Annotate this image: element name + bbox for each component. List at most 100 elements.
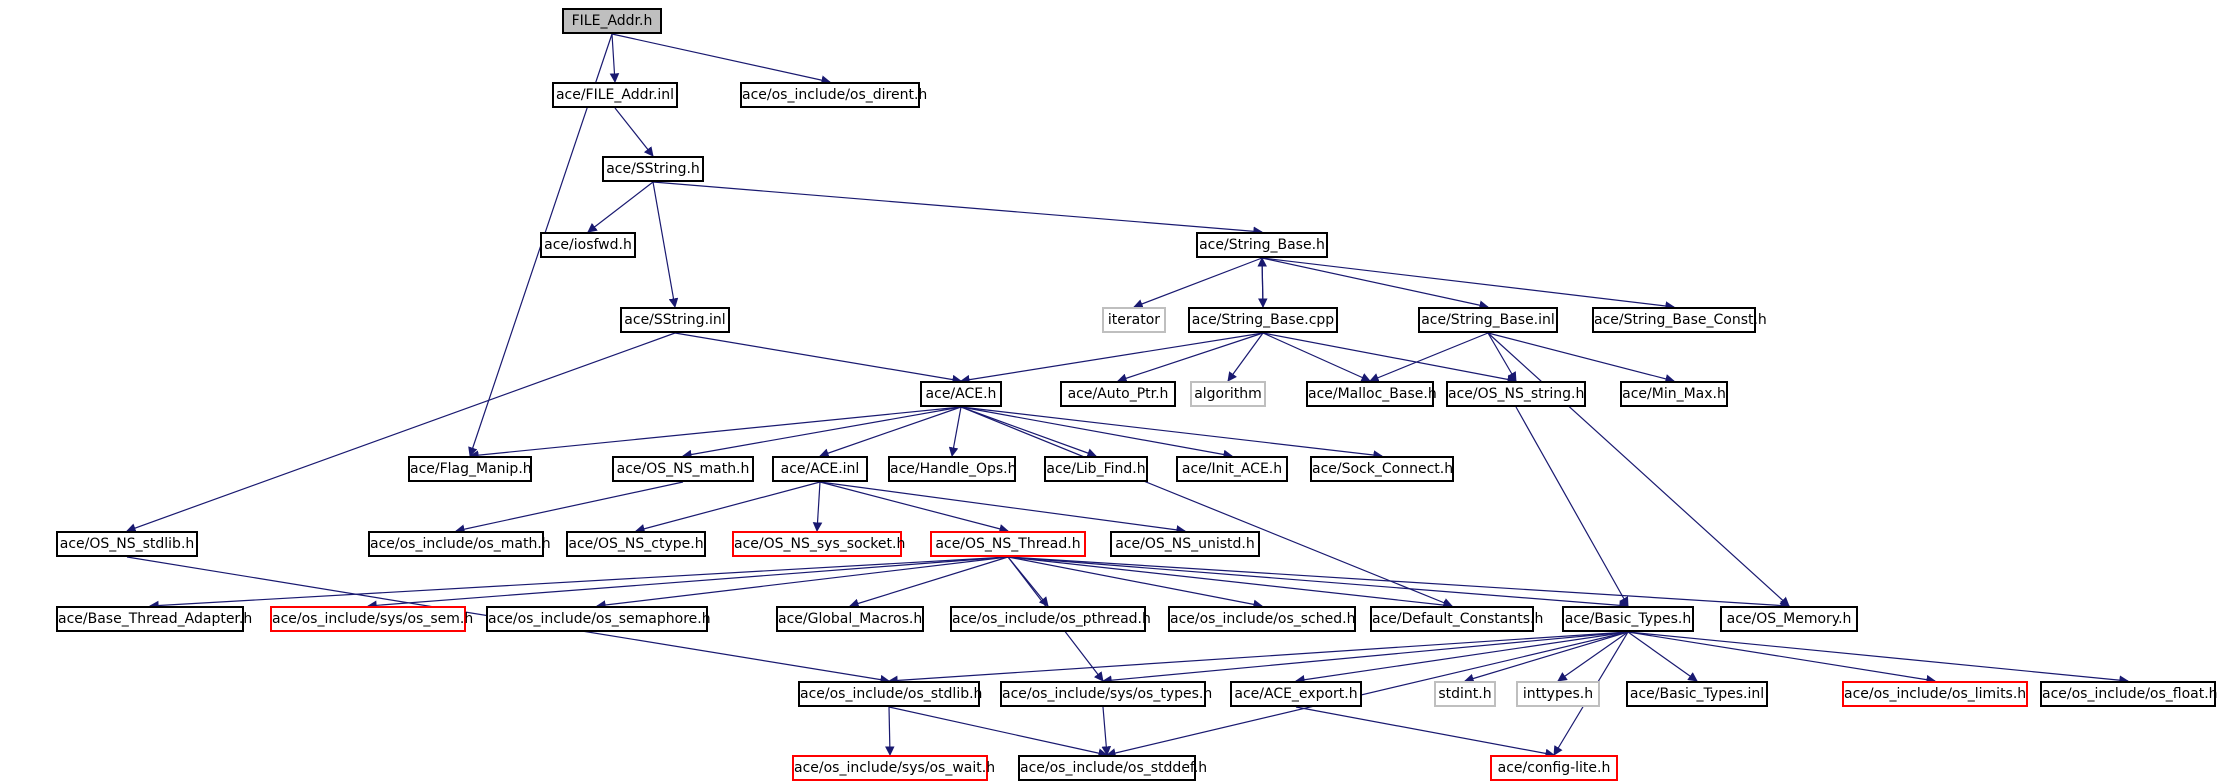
node-os-ns-string[interactable]: ace/OS_NS_string.h (1446, 381, 1586, 407)
node-sstring-inl[interactable]: ace/SString.inl (620, 307, 730, 333)
edge-os_ns_thread-to-base_thread_adapter (149, 556, 1009, 611)
edge-basic_types-to-os_types (1102, 631, 1629, 685)
edge-ace_export-to-config_lite (1295, 706, 1555, 759)
node-os-stddef[interactable]: ace/os_include/os_stddef.h (1018, 755, 1207, 781)
node-os-ns-thread[interactable]: ace/OS_NS_Thread.h (930, 531, 1086, 557)
edge-string_base_cpp-to-auto_ptr (1117, 332, 1264, 383)
node-os-ns-stdlib[interactable]: ace/OS_NS_stdlib.h (56, 531, 198, 557)
node-os-types[interactable]: ace/os_include/sys/os_types.h (1000, 681, 1212, 707)
node-default-constants[interactable]: ace/Default_Constants.h (1370, 606, 1543, 632)
node-global-macros[interactable]: ace/Global_Macros.h (776, 606, 924, 632)
node-os-pthread[interactable]: ace/os_include/os_pthread.h (950, 606, 1151, 632)
node-string-base-cpp[interactable]: ace/String_Base.cpp (1188, 307, 1338, 333)
edge-string_base_cpp-to-os_ns_string (1262, 332, 1517, 385)
node-sstring-h[interactable]: ace/SString.h (602, 156, 704, 182)
edge-basic_types-to-inttypes (1557, 631, 1629, 682)
edge-ace_h-to-sock_connect (960, 406, 1383, 460)
node-string-base-inl[interactable]: ace/String_Base.inl (1418, 307, 1558, 333)
edge-os_ns_thread-to-global_macros (849, 556, 1009, 609)
node-malloc-base[interactable]: ace/Malloc_Base.h (1306, 381, 1437, 407)
edge-ace_h-to-os_ns_math (682, 406, 962, 460)
edge-string_base_inl-to-min_max (1487, 332, 1675, 384)
edge-file_addr_h-to-os_dirent (611, 33, 831, 85)
edge-ace_h-to-handle_ops (948, 406, 962, 457)
node-flag-manip[interactable]: ace/Flag_Manip.h (408, 456, 532, 482)
node-base-thread-adapter[interactable]: ace/Base_Thread_Adapter.h (56, 606, 252, 632)
node-os-sched[interactable]: ace/os_include/os_sched.h (1168, 606, 1356, 632)
edge-string_base_cpp-to-algorithm (1227, 332, 1264, 382)
node-os-memory[interactable]: ace/OS_Memory.h (1720, 606, 1858, 632)
node-basic-types-inl[interactable]: ace/Basic_Types.inl (1626, 681, 1768, 707)
edge-string_base_inl-to-os_ns_string (1487, 332, 1517, 382)
edge-sstring_h-to-iosfwd (587, 181, 654, 233)
node-string-base-const[interactable]: ace/String_Base_Const.h (1592, 307, 1767, 333)
edge-string_base_inl-to-os_memory (1487, 332, 1790, 607)
edge-basic_types-to-os_stddef (1106, 631, 1629, 758)
node-os-dirent[interactable]: ace/os_include/os_dirent.h (740, 82, 927, 108)
node-ace-inl[interactable]: ace/ACE.inl (772, 456, 868, 482)
node-iosfwd[interactable]: ace/iosfwd.h (540, 232, 636, 258)
edge-os_ns_thread-to-os_sem (367, 556, 1009, 611)
node-os-limits[interactable]: ace/os_include/os_limits.h (1842, 681, 2028, 707)
edge-string_base_h-to-iterator (1133, 257, 1263, 309)
edge-os_types-to-os_stddef (1101, 706, 1112, 756)
edge-string_base_h-to-string_base_const (1261, 257, 1675, 311)
edge-string_base_cpp-to-malloc_base (1262, 332, 1371, 382)
edge-ace_h-to-init_ace (960, 406, 1233, 460)
node-sock-connect[interactable]: ace/Sock_Connect.h (1310, 456, 1454, 482)
edge-basic_types-to-os_limits (1627, 631, 1936, 685)
node-iterator[interactable]: iterator (1102, 307, 1166, 333)
node-inttypes[interactable]: inttypes.h (1516, 681, 1600, 707)
node-init-ace[interactable]: ace/Init_ACE.h (1176, 456, 1288, 482)
node-algorithm[interactable]: algorithm (1190, 381, 1266, 407)
node-ace-h[interactable]: ace/ACE.h (920, 381, 1002, 407)
edge-os_ns_math-to-os_math (455, 481, 684, 534)
node-basic-types[interactable]: ace/Basic_Types.h (1562, 606, 1694, 632)
node-os-semaphore[interactable]: ace/os_include/os_semaphore.h (486, 606, 711, 632)
edge-sstring_h-to-string_base_h (652, 181, 1263, 237)
edge-ace_h-to-flag_manip (469, 406, 962, 460)
edge-os_ns_thread-to-os_semaphore (596, 556, 1009, 610)
node-string-base-h[interactable]: ace/String_Base.h (1196, 232, 1328, 258)
node-min-max[interactable]: ace/Min_Max.h (1620, 381, 1728, 407)
node-os-ns-math[interactable]: ace/OS_NS_math.h (612, 456, 754, 482)
edge-basic_types-to-stdint (1464, 631, 1629, 684)
node-file-addr-inl[interactable]: ace/FILE_Addr.inl (552, 82, 678, 108)
edge-sstring_inl-to-os_ns_stdlib (126, 332, 676, 533)
edge-ace_inl-to-os_ns_thread (819, 481, 1009, 534)
edge-ace_inl-to-os_ns_sys_socket (812, 481, 823, 532)
edge-ace_h-to-default_constants (960, 406, 1453, 608)
node-os-math[interactable]: ace/os_include/os_math.h (368, 531, 551, 557)
node-os-ns-sys-socket[interactable]: ace/OS_NS_sys_socket.h (732, 531, 905, 557)
edge-ace_inl-to-os_ns_unistd (819, 481, 1186, 535)
node-os-ns-ctype[interactable]: ace/OS_NS_ctype.h (566, 531, 706, 557)
edge-basic_types-to-ace_export (1295, 631, 1629, 685)
node-os-stdlib[interactable]: ace/os_include/os_stdlib.h (798, 681, 982, 707)
edge-sstring_inl-to-ace_h (674, 332, 962, 385)
edge-string_base_cpp-to-ace_h (960, 332, 1264, 385)
edge-ace_h-to-ace_inl (819, 406, 962, 458)
edge-basic_types-to-os_float (1627, 631, 2129, 685)
edge-file_addr_h-to-file_addr_inl (609, 33, 620, 83)
edge-ace_h-to-lib_find (960, 406, 1097, 458)
edge-file_addr_inl-to-sstring_h (614, 107, 654, 157)
node-stdint[interactable]: stdint.h (1434, 681, 1496, 707)
node-file-addr-h[interactable]: FILE_Addr.h (562, 8, 662, 34)
edge-basic_types-to-os_stdlib (888, 631, 1629, 686)
node-os-ns-unistd[interactable]: ace/OS_NS_unistd.h (1110, 531, 1260, 557)
node-os-float[interactable]: ace/os_include/os_float.h (2040, 681, 2218, 707)
edge-os_stdlib-to-os_wait (885, 706, 895, 756)
node-config-lite[interactable]: ace/config-lite.h (1490, 755, 1618, 781)
node-auto-ptr[interactable]: ace/Auto_Ptr.h (1060, 381, 1176, 407)
node-os-wait[interactable]: ace/os_include/sys/os_wait.h (792, 755, 995, 781)
edge-os_ns_thread-to-basic_types (1007, 556, 1629, 611)
edge-ace_inl-to-os_ns_ctype (635, 481, 821, 534)
node-os-sem[interactable]: ace/os_include/sys/os_sem.h (270, 606, 473, 632)
edge-os_stdlib-to-os_stddef (888, 706, 1108, 758)
node-ace-export[interactable]: ace/ACE_export.h (1230, 681, 1362, 707)
node-handle-ops[interactable]: ace/Handle_Ops.h (888, 456, 1017, 482)
edge-basic_types-to-basic_types_inl (1627, 631, 1698, 682)
edge-os_ns_string-to-basic_types (1515, 406, 1629, 607)
node-lib-find[interactable]: ace/Lib_Find.h (1044, 456, 1148, 482)
